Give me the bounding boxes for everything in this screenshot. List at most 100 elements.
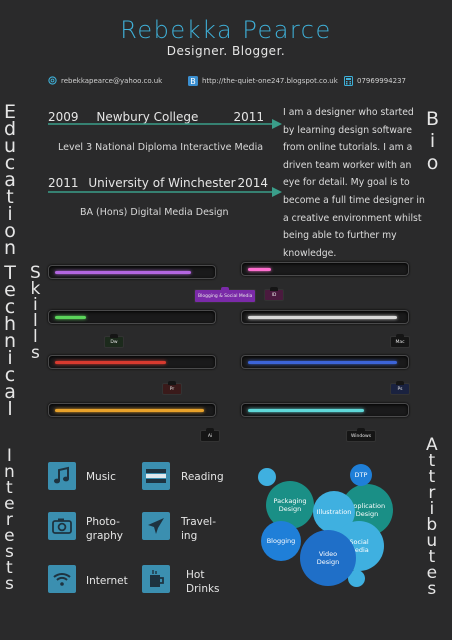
skill-tag: Ai: [200, 428, 220, 442]
heading-letter: k: [30, 279, 41, 299]
interest-tile: [142, 512, 170, 540]
heading-letter: s: [30, 343, 40, 363]
heading-letter: i: [7, 203, 13, 225]
heading-letter: n: [4, 237, 17, 259]
heading-letter: r: [5, 510, 13, 530]
skill-bar-fill: [248, 409, 364, 412]
interest-label: Hot Drinks: [186, 569, 220, 595]
heading-letter: h: [4, 313, 17, 335]
skill-bar: [48, 355, 216, 369]
edu-qualification-2: BA (Hons) Digital Media Design: [80, 207, 229, 218]
heading-letter: i: [33, 295, 38, 315]
edu-end-year: 2011: [233, 110, 264, 124]
heading-letter: s: [4, 542, 14, 562]
heading-letter: t: [6, 186, 14, 208]
interest-tile: [48, 462, 76, 490]
heading-letter: e: [426, 563, 438, 583]
heading-letter: c: [4, 296, 16, 318]
music-note-icon: [52, 466, 72, 486]
skill-bar-fill: [248, 268, 272, 271]
heading-letter: r: [428, 483, 436, 503]
heading-letter: B: [426, 108, 440, 130]
skill-bar: [48, 310, 216, 324]
skill-tag-label: Ai: [207, 433, 213, 439]
education-entry-1: 2009 Newbury College 2011: [48, 110, 264, 124]
email-text: rebekkapearce@yahoo.co.uk: [61, 76, 163, 85]
skill-bar-fill: [55, 361, 166, 364]
skill-bar-fill: [55, 316, 86, 319]
heading-letter: i: [7, 347, 13, 369]
interest-label: Music: [86, 471, 116, 483]
skill-bar: [241, 310, 409, 324]
phone-contact[interactable]: 07969994237: [344, 76, 406, 86]
airplane-icon: [146, 516, 166, 536]
heading-letter: e: [4, 279, 16, 301]
skill-tag-label: Ps: [397, 386, 403, 392]
skill-tag: Dw: [104, 334, 124, 348]
heading-letter: s: [4, 574, 14, 594]
bio-text: I am a designer who started by learning …: [283, 107, 425, 259]
interest-tile: [48, 512, 76, 540]
skill-bar: [48, 265, 216, 279]
blogger-icon: B: [188, 76, 198, 86]
blog-contact[interactable]: B http://the-quiet-one247.blogspot.co.uk: [188, 76, 338, 86]
heading-letter: u: [426, 531, 438, 551]
books-icon: [145, 467, 167, 485]
skill-tag: Mac: [390, 334, 410, 348]
skill-bar-fill: [248, 361, 398, 364]
education-entry-2: 2011 University of Winchester 2014: [48, 176, 268, 190]
skill-tag: ID: [264, 287, 284, 301]
heading-letter: t: [6, 558, 13, 578]
skill-tag-label: Dw: [110, 339, 118, 345]
edu-qualification-1: Level 3 National Diploma Interactive Med…: [58, 142, 264, 153]
heading-letter: S: [30, 263, 41, 283]
skill-tag: Windows: [346, 428, 376, 442]
camera-icon: [52, 518, 72, 534]
blog-text: http://the-quiet-one247.blogspot.co.uk: [202, 77, 338, 85]
skill-bar: [241, 403, 409, 417]
interest-tile: [48, 565, 76, 593]
interest-label: Photo- graphy: [86, 516, 123, 542]
heading-letter: c: [4, 152, 16, 174]
heading-letter: e: [4, 494, 15, 514]
heading-letter: i: [429, 499, 435, 519]
heading-letter: t: [428, 467, 436, 487]
heading-letter: t: [6, 478, 13, 498]
heading-letter: t: [428, 547, 436, 567]
skill-bar-fill: [248, 316, 398, 319]
heading-letter: u: [4, 135, 17, 157]
skill-bar-fill: [55, 409, 205, 412]
svg-text:B: B: [190, 77, 196, 86]
heading-letter: e: [4, 526, 15, 546]
skill-tag-label: Pr: [169, 386, 175, 392]
interest-label: Reading: [181, 471, 224, 483]
heading-letter: l: [33, 311, 38, 331]
skill-tag-label: Windows: [350, 433, 372, 439]
heading-letter: o: [4, 220, 16, 242]
attribute-bubble: DTP: [350, 464, 372, 486]
heading-letter: A: [426, 435, 438, 455]
edu-end-year: 2014: [237, 176, 268, 190]
interest-label: Travel- ing: [181, 516, 217, 542]
mug-icon: [146, 569, 166, 589]
heading-letter: d: [4, 118, 17, 140]
at-icon: [48, 76, 57, 85]
skill-bar: [241, 355, 409, 369]
heading-letter: a: [4, 169, 16, 191]
heading-letter: I: [6, 446, 12, 466]
interest-tile: [142, 462, 170, 490]
wifi-icon: [52, 571, 72, 587]
edu-school: Newbury College: [96, 110, 199, 124]
skill-tag-label: ID: [271, 292, 277, 298]
heading-letter: E: [4, 101, 17, 123]
name-title: Rebekka Pearce: [120, 16, 332, 44]
email-contact[interactable]: rebekkapearce@yahoo.co.uk: [48, 76, 162, 85]
phone-text: 07969994237: [357, 77, 406, 85]
heading-letter: b: [426, 515, 438, 535]
heading-letter: o: [426, 152, 439, 174]
attribute-bubble-small: [258, 468, 276, 486]
